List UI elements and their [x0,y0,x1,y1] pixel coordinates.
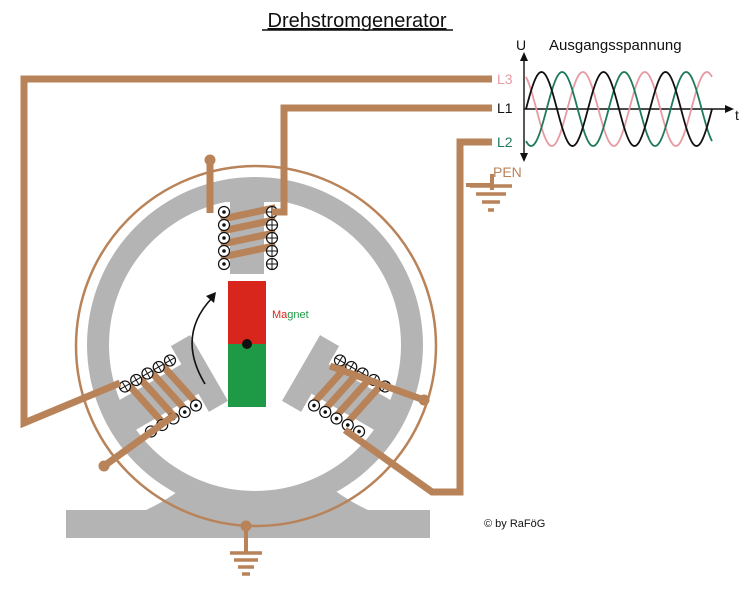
graph-y-arrow-down-icon [520,153,528,162]
wire-l1 [272,104,492,216]
label-l1: L1 [497,100,513,116]
magnet-label-red: Ma [272,309,288,321]
wave-l3 [525,71,713,147]
rotation-arrow-head-icon [206,292,216,303]
label-pen: PEN [493,164,522,180]
graph-x-label: t [735,107,739,123]
rotation-arrow [191,297,213,385]
magnet-north-pole [228,281,266,344]
wire-l3 [20,75,492,429]
coil-left [116,352,205,440]
coil-right [305,352,394,440]
phase-wires [20,75,492,496]
rotor-axis [242,339,252,349]
diagram-title: Drehstromgenerator [268,10,447,32]
neutral-connection-ring [74,164,438,528]
graph-y-arrow-icon [520,52,528,61]
coil-top [217,204,279,271]
wire-right-neutral [328,362,426,404]
label-l3: L3 [497,71,513,87]
graph-x-arrow-icon [725,105,734,113]
wave-l1 [525,71,713,147]
output-voltage-graph [520,52,734,162]
copyright-text: © by RaFöG [484,518,545,530]
magnet-south-pole [228,344,266,407]
wire-l2 [342,138,492,496]
wave-l2 [525,71,713,147]
magnet-label-green: gnet [287,309,308,321]
label-l2: L2 [497,134,513,150]
pen-ground-icon [466,174,512,212]
wire-left-neutral [101,411,179,469]
wire-junctions [98,154,430,532]
pole-top [210,182,286,202]
bottom-ground-icon [230,526,262,576]
magnet-label: Magnet [272,309,309,321]
graph-y-label: U [516,37,526,53]
graph-title: Ausgangsspannung [549,37,682,54]
